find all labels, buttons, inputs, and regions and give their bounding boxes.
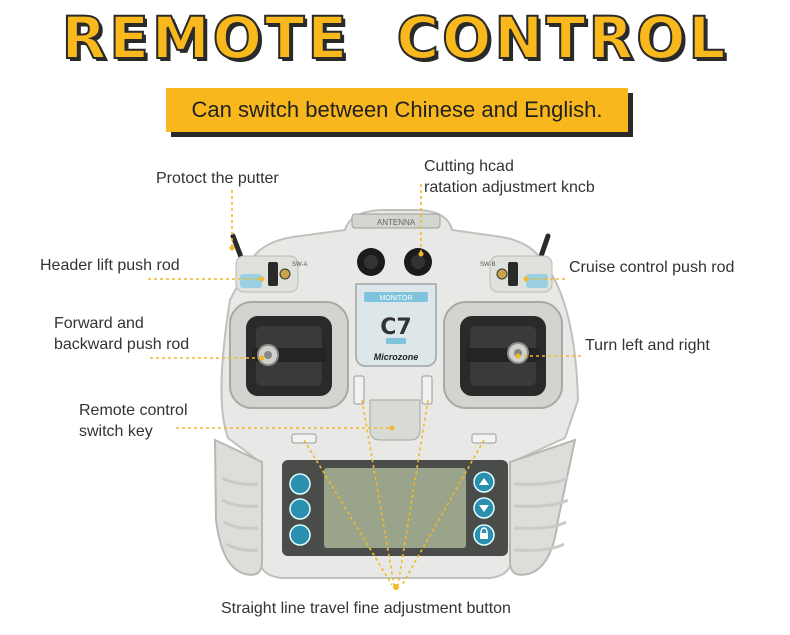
label-fine-adjust: Straight line travel fine adjustment but…	[221, 600, 511, 617]
monitor-label: MONITOR	[380, 295, 413, 302]
label-cutting-head-line1: Cutting hcad	[424, 158, 514, 175]
down-button[interactable]	[473, 497, 495, 519]
brand-label: Microzone	[374, 352, 419, 362]
label-protect-putter: Protoct the putter	[156, 170, 279, 187]
guide-fine-adjust-4	[401, 439, 485, 586]
cutting-head-knob[interactable]	[404, 248, 432, 276]
label-switch-key-line1: Remote control	[79, 402, 188, 419]
guide-fine-adjust-2	[361, 399, 395, 586]
knob-left[interactable]	[357, 248, 385, 276]
enter-button[interactable]	[289, 524, 311, 546]
model-label: C7	[380, 315, 411, 340]
guide-dots	[229, 245, 529, 590]
label-forward-backward-line2: backward push rod	[54, 336, 190, 353]
svg-text:SW-B: SW-B	[480, 262, 496, 268]
label-header-lift: Header lift push rod	[40, 257, 180, 274]
trim-bottom-left[interactable]	[291, 433, 317, 444]
up-button[interactable]	[473, 471, 495, 493]
left-grip	[213, 438, 263, 576]
cruise-control-switch[interactable]: SW-B	[480, 255, 553, 293]
guide-fine-adjust-3	[397, 399, 429, 586]
page-title: REMOTE CONTROL	[61, 3, 729, 73]
guide-fine-adjust-1	[303, 439, 393, 586]
lcd-panel	[282, 460, 508, 556]
monitor-window: MONITOR C7 Microzone	[355, 283, 437, 367]
label-turn: Turn left and right	[585, 337, 710, 354]
remote-switch-key[interactable]	[369, 399, 421, 441]
antenna-plate: ANTENNA	[351, 213, 441, 229]
label-cutting-head-line2: ratation adjustmert kncb	[424, 179, 595, 196]
trim-left[interactable]	[353, 375, 365, 405]
lock-button[interactable]	[473, 524, 495, 546]
language-banner: Can switch between Chinese and English.	[166, 88, 628, 132]
header-lift-switch[interactable]: SW-A	[235, 255, 308, 293]
antenna-text: ANTENNA	[377, 218, 416, 227]
trim-bottom-right[interactable]	[471, 433, 497, 444]
left-gimbal[interactable]	[229, 301, 349, 409]
svg-text:SW-A: SW-A	[292, 262, 308, 268]
trim-right[interactable]	[421, 375, 433, 405]
guide-lines	[148, 184, 582, 586]
label-forward-backward-line1: Forward and	[54, 315, 144, 332]
exit-button[interactable]	[289, 498, 311, 520]
mode-button[interactable]	[289, 473, 311, 495]
label-switch-key-line2: switch key	[79, 423, 153, 440]
label-cruise-control: Cruise control push rod	[569, 259, 735, 276]
right-gimbal[interactable]	[443, 301, 563, 409]
